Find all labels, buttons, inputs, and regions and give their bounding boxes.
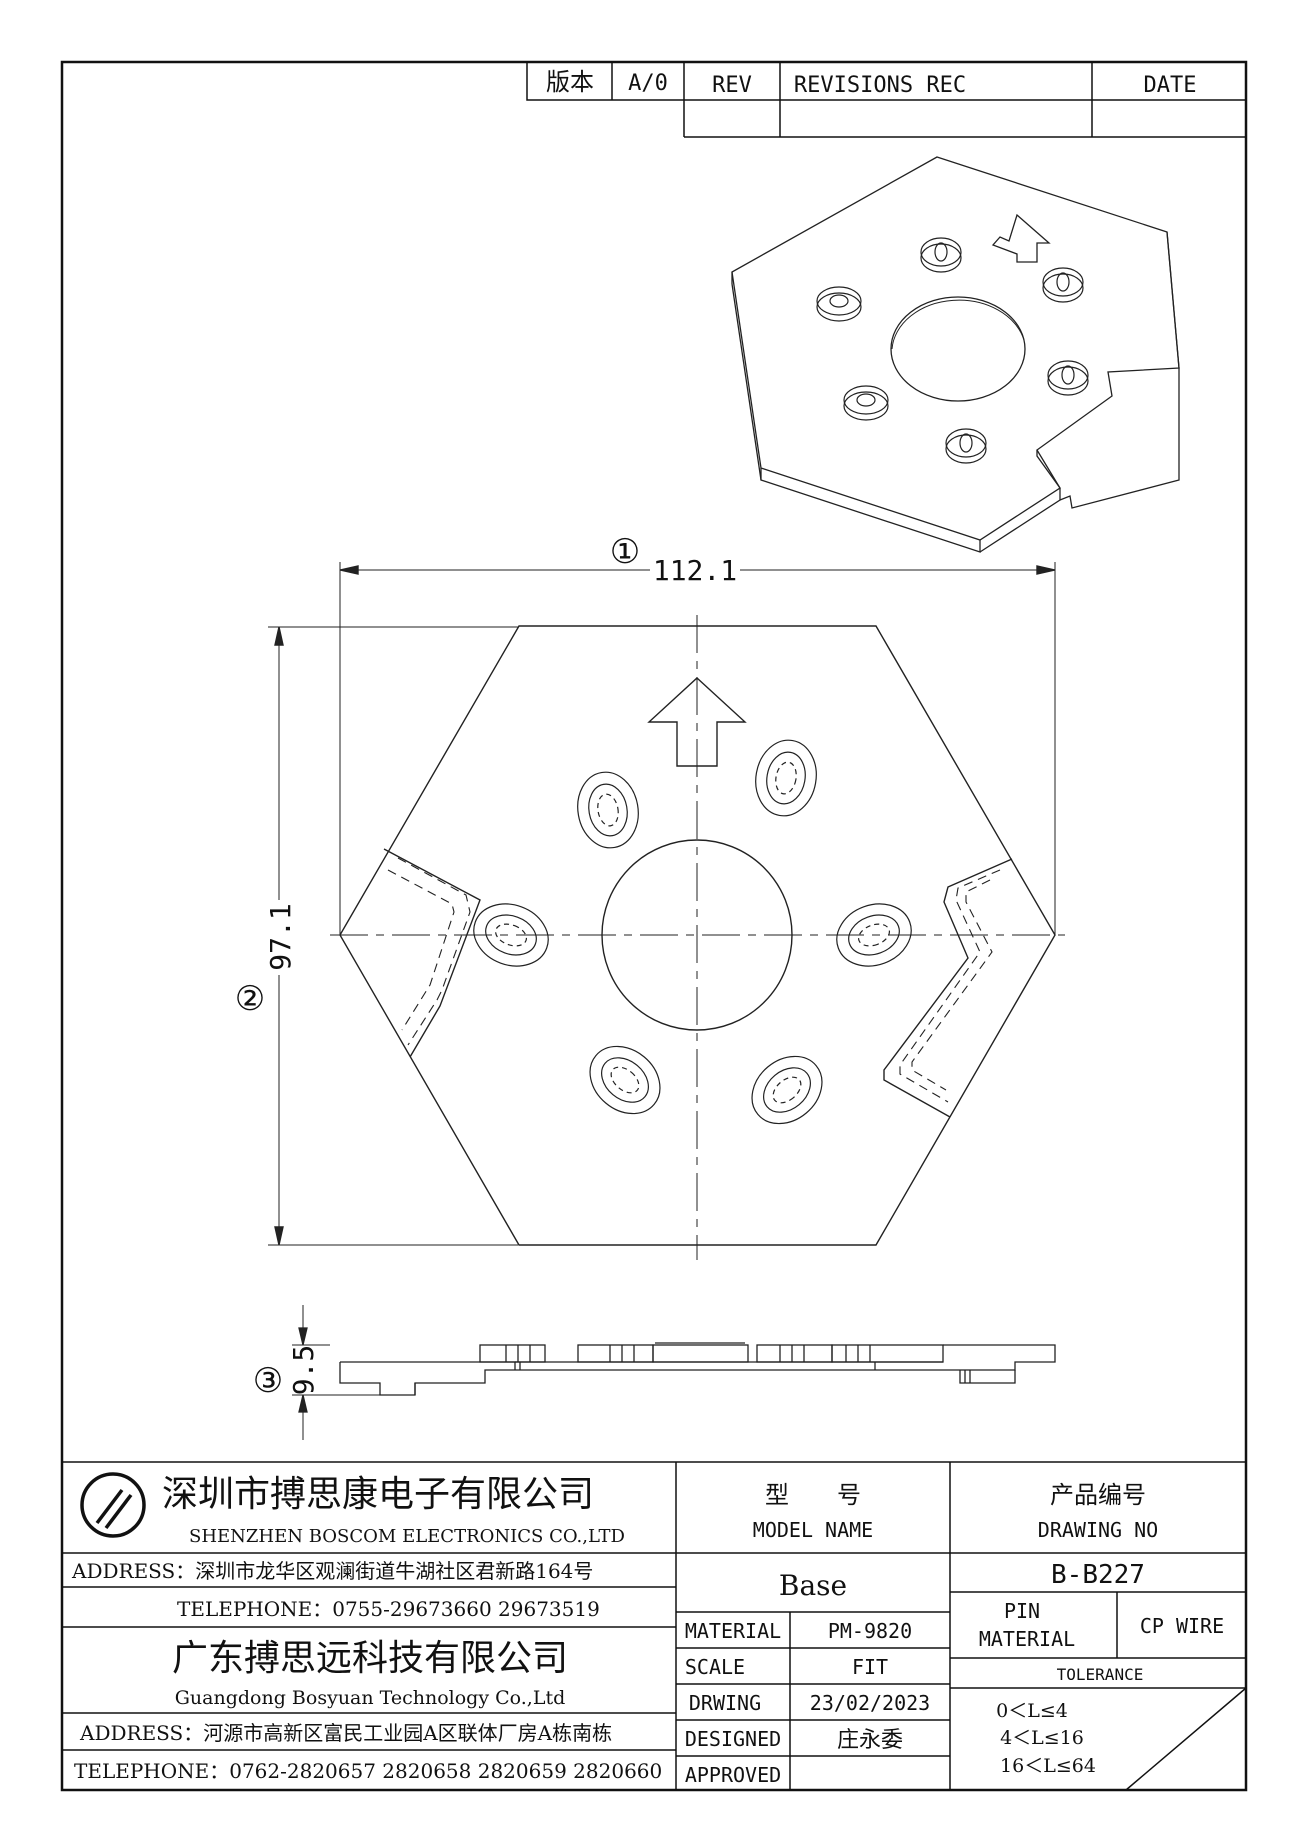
pin-material-value: CP WIRE xyxy=(1140,1614,1224,1638)
designed-value: 庄永委 xyxy=(837,1728,903,1753)
material-label: MATERIAL xyxy=(685,1619,781,1643)
company1-telephone-value: 0755-29673660 29673519 xyxy=(332,1597,600,1621)
version-label: 版本 xyxy=(546,68,594,96)
title-block-grid xyxy=(62,1461,1247,1791)
drawing-no-cn: 产品编号 xyxy=(1050,1481,1146,1509)
company1-address-value: 深圳市龙华区观澜街道牛湖社区君新路164号 xyxy=(195,1559,593,1583)
dim-1-value: 112.1 xyxy=(653,554,737,587)
revisions-label: REVISIONS REC xyxy=(794,73,966,98)
pin-material-label-1: PIN xyxy=(1004,1599,1040,1623)
scale-value: FIT xyxy=(852,1655,888,1679)
company-logo xyxy=(80,1472,146,1538)
company2-telephone: TELEPHONE：0762-2820657 2820658 2820659 2… xyxy=(74,1759,662,1783)
pin-material-label-2: MATERIAL xyxy=(979,1627,1075,1651)
revision-block xyxy=(526,62,1246,138)
company2-telephone-value: 0762-2820657 2820658 2820659 2820660 xyxy=(229,1759,662,1783)
model-name-cn: 型 号 xyxy=(765,1481,861,1509)
drwing-label: DRWING xyxy=(689,1691,761,1715)
date-label: DATE xyxy=(1144,73,1197,98)
drwing-value: 23/02/2023 xyxy=(810,1691,930,1715)
tolerance-range-1: 0＜L≤4 xyxy=(996,1700,1068,1722)
dim-3-marker: ③ xyxy=(253,1361,283,1401)
tolerance-label: TOLERANCE xyxy=(1057,1665,1144,1684)
company1-address: ADDRESS：深圳市龙华区观澜街道牛湖社区君新路164号 xyxy=(71,1559,593,1583)
company2-address-value: 河源市高新区富民工业园A区联体厂房A栋南栋 xyxy=(203,1721,612,1745)
company1-telephone-label: TELEPHONE： xyxy=(177,1597,332,1621)
company2-address-label: ADDRESS： xyxy=(79,1721,203,1745)
company1-address-label: ADDRESS： xyxy=(71,1559,195,1583)
scale-label: SCALE xyxy=(685,1655,745,1679)
tolerance-range-3: 16＜L≤64 xyxy=(1000,1755,1096,1777)
side-view xyxy=(292,1305,1056,1440)
company1-name-en: SHENZHEN BOSCOM ELECTRONICS CO.,LTD xyxy=(189,1526,625,1547)
approved-label: APPROVED xyxy=(685,1763,781,1787)
dim-1-marker: ① xyxy=(610,532,640,572)
drawing-no-en: DRAWING NO xyxy=(1038,1518,1158,1542)
designed-label: DESIGNED xyxy=(685,1727,781,1751)
version-value: A/0 xyxy=(628,71,668,96)
material-value: PM-9820 xyxy=(828,1619,912,1643)
dim-3-value: 9.5 xyxy=(287,1345,320,1396)
tolerance-range-2: 4＜L≤16 xyxy=(1000,1727,1084,1749)
company1-telephone: TELEPHONE：0755-29673660 29673519 xyxy=(177,1597,600,1621)
dim-2-value: 97.1 xyxy=(264,903,297,970)
company1-name-cn: 深圳市搏思康电子有限公司 xyxy=(162,1474,594,1515)
company2-name-cn: 广东搏思远科技有限公司 xyxy=(172,1638,568,1679)
company2-name-en: Guangdong Bosyuan Technology Co.,Ltd xyxy=(175,1687,566,1709)
company2-address: ADDRESS：河源市高新区富民工业园A区联体厂房A栋南栋 xyxy=(79,1721,612,1745)
company2-telephone-label: TELEPHONE： xyxy=(74,1759,229,1783)
rev-label: REV xyxy=(712,73,752,98)
model-name-value: Base xyxy=(779,1569,847,1602)
isometric-view xyxy=(731,156,1180,553)
sheet-border xyxy=(60,60,1248,1792)
model-name-en: MODEL NAME xyxy=(753,1518,873,1542)
dim-2-marker: ② xyxy=(235,979,265,1019)
drawing-no-value: B-B227 xyxy=(1051,1560,1145,1590)
top-view xyxy=(268,562,1065,1260)
